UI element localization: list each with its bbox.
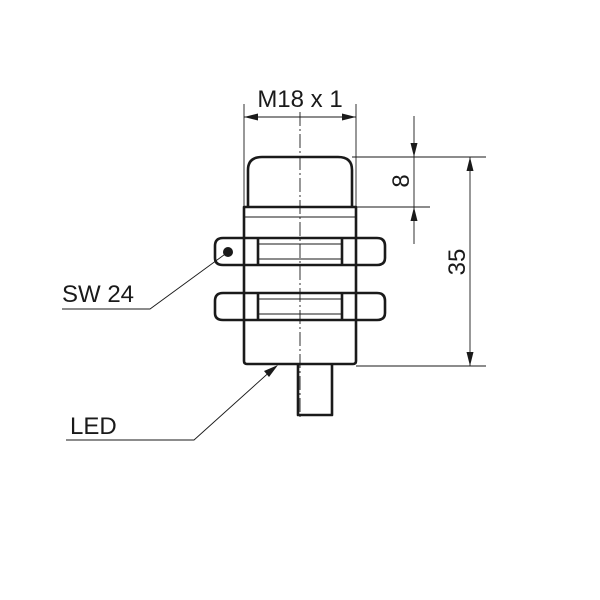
arrowhead — [466, 352, 474, 366]
sensor-body — [213, 112, 387, 418]
arrowhead — [342, 113, 356, 121]
arrowhead — [264, 365, 278, 377]
thread-size-label: M18 x 1 — [257, 86, 342, 113]
threaded-barrel — [242, 205, 358, 366]
wrench-size-label: SW 24 — [62, 281, 134, 308]
total-length-label: 35 — [444, 249, 471, 276]
cable-stub — [296, 364, 334, 417]
led-callout: LED — [66, 365, 278, 441]
wrench-size-callout: SW 24 — [62, 251, 229, 310]
arrowhead — [244, 113, 258, 121]
arrowhead — [410, 207, 418, 221]
cap-length-label: 8 — [388, 174, 415, 187]
arrowhead — [410, 143, 418, 157]
total-length-dimension: 35 — [352, 156, 486, 367]
thread-dimension: M18 x 1 — [243, 86, 357, 207]
led-label: LED — [70, 413, 117, 440]
arrowhead — [466, 157, 474, 171]
cap-length-dimension: 8 — [356, 116, 430, 244]
